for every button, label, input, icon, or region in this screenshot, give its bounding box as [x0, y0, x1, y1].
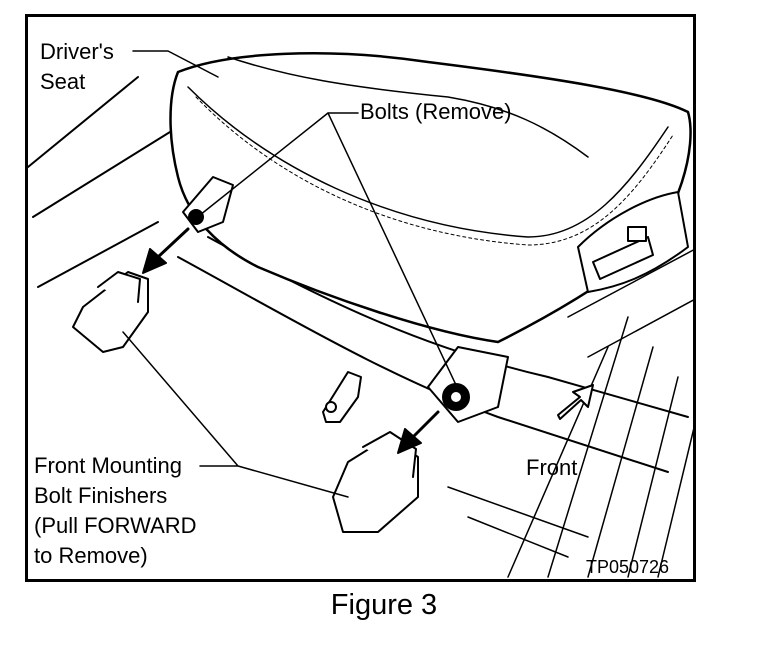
seat-illustration [28, 50, 693, 578]
front-arrow [557, 384, 594, 420]
left-arrow [156, 227, 190, 259]
seat-clip [322, 371, 362, 423]
figure-caption: Figure 3 [330, 589, 438, 621]
seat-switch [627, 226, 647, 242]
label-front: Front [526, 455, 578, 480]
leader-finishers [122, 331, 349, 498]
label-finishers-1: Front Mounting [34, 453, 182, 478]
label-finishers-2: Bolt Finishers [34, 483, 168, 508]
left-arrowhead [142, 248, 167, 274]
label-finishers-3: (Pull FORWARD [34, 513, 197, 538]
leader-drivers-seat [132, 50, 219, 78]
rail-line [567, 249, 693, 358]
figure-code: TP050726 [586, 557, 670, 577]
right-bolt-bracket [427, 346, 509, 423]
label-drivers-seat-2: Seat [40, 69, 86, 94]
carpet-hatch [507, 316, 693, 578]
floor-line [447, 486, 589, 558]
label-finishers-4: to Remove) [34, 543, 148, 568]
seat-stitch [195, 96, 674, 246]
seat-seam [227, 56, 589, 158]
leader-bolts-right [327, 112, 457, 386]
right-arrow [411, 410, 440, 439]
label-bolts: Bolts (Remove) [360, 99, 512, 124]
floor-outline [28, 76, 179, 288]
right-arrowhead [397, 428, 422, 454]
seat-lever [592, 236, 654, 280]
seat-stitch [187, 86, 669, 238]
label-drivers-seat-1: Driver's [40, 39, 114, 64]
figure-frame: Driver's Seat Bolts (Remove) Front Front… [25, 14, 696, 582]
left-bolt [188, 209, 204, 225]
